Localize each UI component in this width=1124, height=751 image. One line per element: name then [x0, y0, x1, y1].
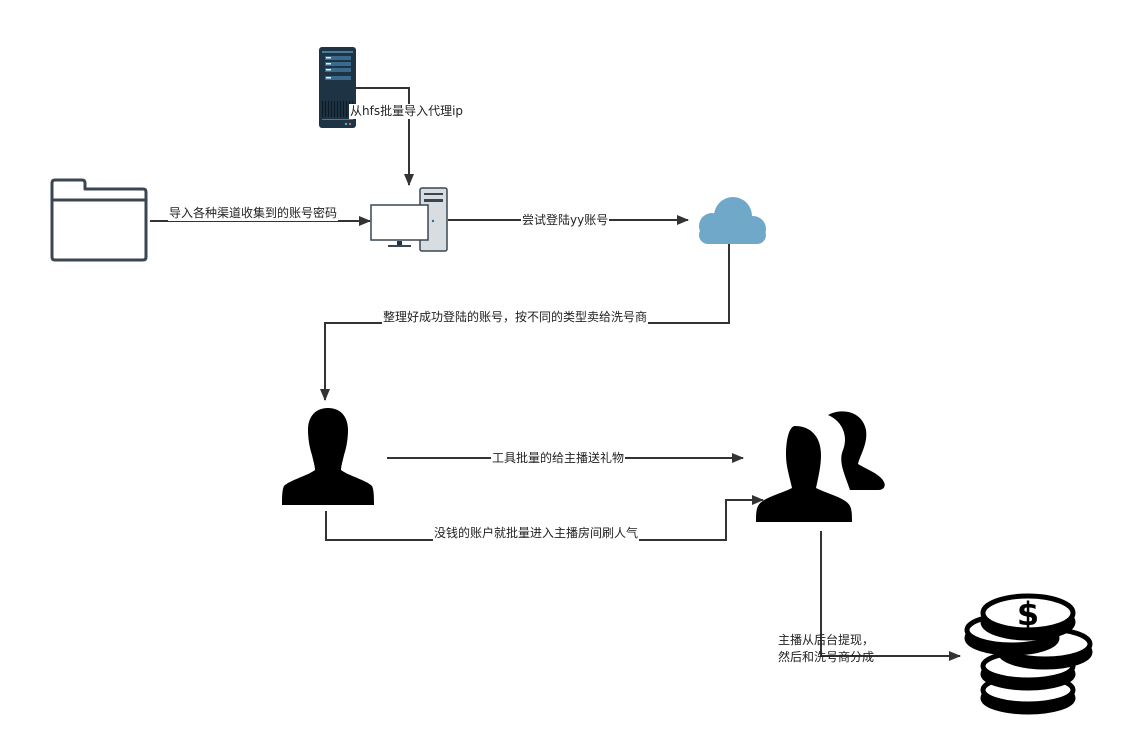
dollar-sign-icon: $ — [1017, 595, 1039, 633]
edge-label-computer-to-cloud: 尝试登陆yy账号 — [521, 213, 610, 228]
edge-user-to-group-popularity — [325, 495, 764, 541]
edge-group-to-coins — [820, 531, 961, 661]
edge-label-group-to-coins: 主播从后台提现， 然后和洗号商分成 — [778, 633, 875, 664]
edge-label-user-to-group-popularity: 没钱的账户就批量进入主播房间刷人气 — [433, 526, 640, 541]
server-icon[interactable] — [319, 47, 356, 128]
folder-icon[interactable] — [50, 178, 148, 262]
edge-server-to-computer — [356, 87, 414, 186]
user-silhouette-icon[interactable] — [282, 408, 374, 505]
edge-label-user-to-group-gifts: 工具批量的给主播送礼物 — [491, 451, 626, 466]
coin-stack-icon[interactable]: $ — [964, 593, 1093, 715]
edge-label-server-to-computer: 从hfs批量导入代理ip — [349, 104, 465, 119]
user-group-icon[interactable] — [756, 411, 885, 522]
cloud-icon[interactable] — [699, 197, 766, 244]
desktop-computer-icon[interactable] — [370, 187, 448, 252]
edge-label-cloud-to-user: 整理好成功登陆的账号，按不同的类型卖给洗号商 — [382, 310, 649, 325]
edge-label-folder-to-computer: 导入各种渠道收集到的账号密码 — [168, 206, 339, 221]
